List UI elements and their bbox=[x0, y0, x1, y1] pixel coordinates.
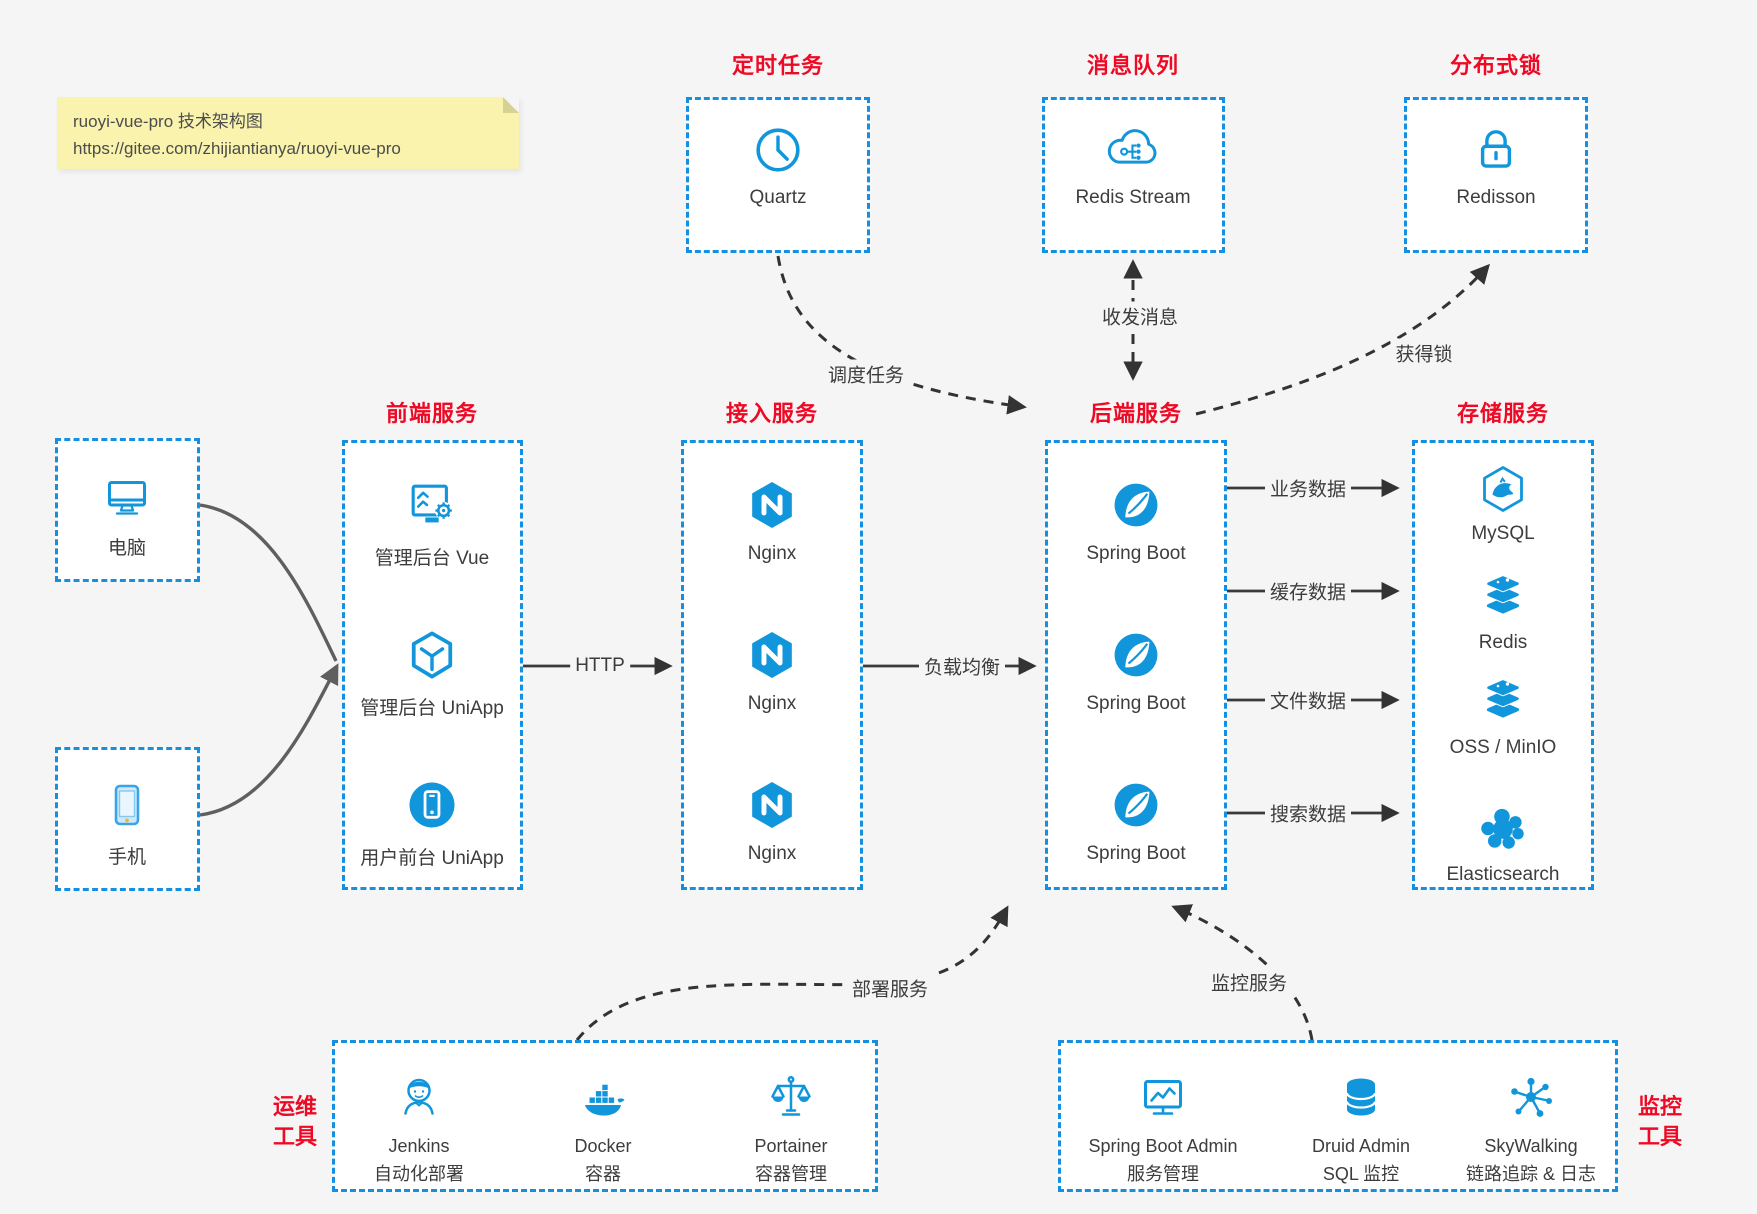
cloud-queue-icon bbox=[1102, 119, 1164, 181]
mysql-icon bbox=[1475, 461, 1531, 517]
monitor-tools-side-label: 监控 工具 bbox=[1638, 1092, 1682, 1151]
spring-boot-icon bbox=[1106, 775, 1166, 835]
user-uniapp-label: 用户前台 UniApp bbox=[360, 848, 504, 869]
note-url: https://gitee.com/zhijiantianya/ruoyi-vu… bbox=[73, 139, 401, 159]
skywalking-sub-label: 链路追踪 & 日志 bbox=[1465, 1164, 1597, 1184]
nginx-icon bbox=[742, 775, 802, 835]
redisson-label: Redisson bbox=[1456, 187, 1536, 208]
cache-data-edge-label: 缓存数据 bbox=[1264, 576, 1352, 606]
redis-stream-box bbox=[1042, 97, 1225, 253]
user-app-icon bbox=[402, 775, 462, 835]
nginx-icon bbox=[742, 475, 802, 535]
file-data-edge-label: 文件数据 bbox=[1264, 685, 1352, 715]
nginx-label: Nginx bbox=[747, 693, 797, 714]
admin-vue-label: 管理后台 Vue bbox=[374, 548, 490, 569]
heading-frontend-services: 前端服务 bbox=[385, 401, 479, 426]
skywalking-icon bbox=[1503, 1069, 1559, 1125]
http-edge-label: HTTP bbox=[570, 654, 630, 678]
spring-boot-label: Spring Boot bbox=[1086, 543, 1186, 564]
mysql-label: MySQL bbox=[1471, 523, 1535, 544]
desktop-label: 电脑 bbox=[107, 538, 147, 559]
mobile-label: 手机 bbox=[107, 847, 147, 868]
ops-tools-side-label-line2: 工具 bbox=[272, 1123, 318, 1149]
heading-distributed-lock: 分布式锁 bbox=[1449, 53, 1543, 78]
portainer-label: Portainer bbox=[754, 1136, 828, 1156]
jenkins-sub-label: 自动化部署 bbox=[374, 1164, 464, 1184]
quartz-box bbox=[686, 97, 870, 253]
spring-boot-label: Spring Boot bbox=[1086, 693, 1186, 714]
redis-stream-label: Redis Stream bbox=[1075, 187, 1191, 208]
monitor-tools-box bbox=[1058, 1040, 1618, 1192]
jenkins-label: Jenkins bbox=[388, 1136, 450, 1156]
spring-boot-icon bbox=[1106, 475, 1166, 535]
edge-mobile-to-frontend bbox=[199, 663, 339, 817]
title-note: ruoyi-vue-pro 技术架构图 https://gitee.com/zh… bbox=[57, 97, 519, 169]
druid-admin-sub-label: SQL 监控 bbox=[1322, 1164, 1400, 1184]
monitor-tools-side-label-line2: 工具 bbox=[1637, 1123, 1683, 1149]
note-title: ruoyi-vue-pro 技术架构图 bbox=[73, 112, 263, 131]
ops-tools-box bbox=[332, 1040, 878, 1192]
edge-desktop-to-frontend bbox=[199, 503, 338, 662]
acquire-lock-edge-label: 获得锁 bbox=[1390, 338, 1458, 368]
redis-label: Redis bbox=[1478, 632, 1528, 653]
heading-scheduled-task: 定时任务 bbox=[731, 53, 825, 78]
spring-boot-admin-icon bbox=[1135, 1069, 1191, 1125]
skywalking-label: SkyWalking bbox=[1484, 1136, 1578, 1156]
docker-icon bbox=[575, 1069, 631, 1125]
spring-boot-admin-sub-label: 服务管理 bbox=[1127, 1164, 1199, 1184]
portainer-scales-icon bbox=[763, 1069, 819, 1125]
load-balance-edge-label: 负载均衡 bbox=[918, 651, 1006, 681]
spring-boot-label: Spring Boot bbox=[1086, 843, 1186, 864]
admin-console-icon bbox=[401, 474, 463, 536]
redisson-box bbox=[1404, 97, 1588, 253]
desktop-icon bbox=[99, 469, 155, 525]
nginx-label: Nginx bbox=[747, 543, 797, 564]
clock-icon bbox=[748, 120, 808, 180]
jenkins-icon bbox=[391, 1069, 447, 1125]
spring-boot-admin-label: Spring Boot Admin bbox=[1088, 1136, 1238, 1156]
heading-message-queue: 消息队列 bbox=[1086, 53, 1180, 78]
heading-backend-services: 后端服务 bbox=[1089, 401, 1183, 426]
heading-storage-services: 存储服务 bbox=[1456, 401, 1550, 426]
edge-deploy-service-arrow bbox=[575, 905, 1009, 1041]
ops-tools-side-label: 运维 工具 bbox=[273, 1092, 317, 1151]
portainer-sub-label: 容器管理 bbox=[755, 1164, 827, 1184]
quartz-label: Quartz bbox=[749, 187, 807, 208]
elasticsearch-icon bbox=[1474, 799, 1532, 857]
uniapp-cube-icon bbox=[401, 624, 463, 686]
schedule-task-edge-label: 调度任务 bbox=[822, 359, 910, 389]
heading-gateway-services: 接入服务 bbox=[725, 401, 819, 426]
docker-sub-label: 容器 bbox=[585, 1164, 621, 1184]
spring-boot-icon bbox=[1106, 625, 1166, 685]
lock-icon bbox=[1466, 120, 1526, 180]
admin-uniapp-label: 管理后台 UniApp bbox=[360, 698, 504, 719]
business-data-edge-label: 业务数据 bbox=[1264, 473, 1352, 503]
nginx-icon bbox=[742, 625, 802, 685]
oss-minio-label: OSS / MinIO bbox=[1449, 737, 1557, 758]
oss-stack-icon bbox=[1475, 672, 1531, 728]
ops-tools-side-label-line1: 运维 bbox=[272, 1094, 318, 1119]
mobile-icon bbox=[99, 777, 155, 833]
redis-stack-icon bbox=[1475, 568, 1531, 624]
docker-label: Docker bbox=[574, 1136, 632, 1156]
monitor-service-edge-label: 监控服务 bbox=[1205, 967, 1293, 997]
send-receive-msg-edge-label: 收发消息 bbox=[1096, 301, 1184, 331]
druid-database-icon bbox=[1333, 1069, 1389, 1125]
elasticsearch-label: Elasticsearch bbox=[1446, 864, 1560, 885]
deploy-service-edge-label: 部署服务 bbox=[846, 973, 934, 1003]
nginx-label: Nginx bbox=[747, 843, 797, 864]
monitor-tools-side-label-line1: 监控 bbox=[1637, 1094, 1683, 1119]
druid-admin-label: Druid Admin bbox=[1311, 1136, 1411, 1156]
search-data-edge-label: 搜索数据 bbox=[1264, 798, 1352, 828]
